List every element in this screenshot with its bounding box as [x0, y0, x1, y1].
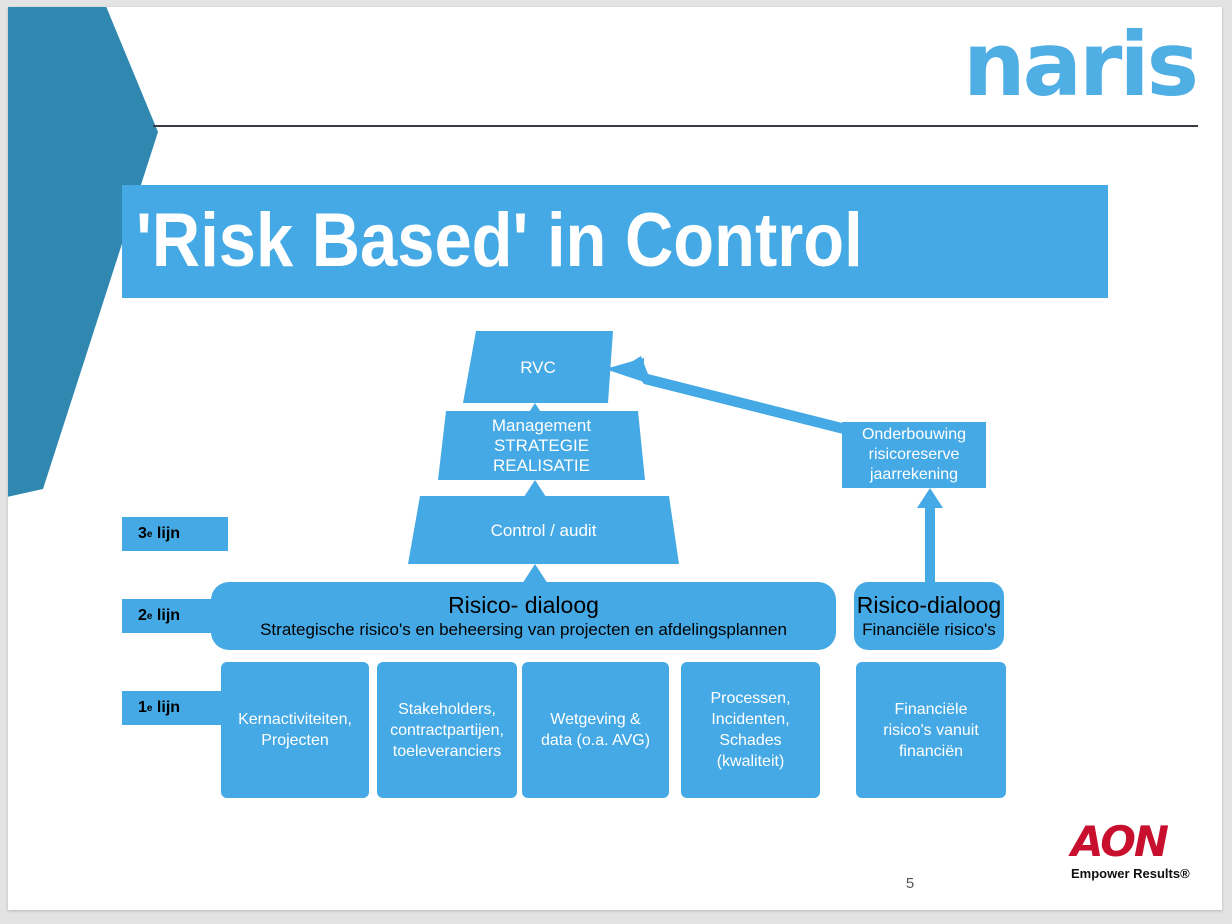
- pyramid-shape-control[interactable]: [408, 496, 679, 564]
- processen-line-1: Processen,: [710, 690, 791, 707]
- risk-dialog-finance-shape[interactable]: [854, 578, 1004, 654]
- wetgeving-line-1: Wetgeving &: [550, 711, 641, 728]
- lijn-3-number: 3: [138, 525, 147, 542]
- lijn-1-number: 1: [138, 699, 147, 716]
- lijn-2-word: lijn: [156, 607, 181, 624]
- onderbouwing-line-3: jaarrekening: [869, 466, 959, 483]
- lijn-2-suffix: e: [146, 610, 153, 622]
- first-line-box-financiele[interactable]: Financiële risico's vanuit financiën: [856, 662, 1006, 798]
- arrow-risicodialoog-to-control: [522, 564, 548, 584]
- arrow-head-finance-to-onderbouwing: [917, 488, 943, 508]
- processen-line-3: Schades: [719, 732, 782, 749]
- header-divider: [153, 125, 1198, 127]
- risk-dialog-main[interactable]: Risico- dialoog Strategische risico's en…: [211, 578, 836, 654]
- lijn-2-number: 2: [138, 607, 147, 624]
- processen-line-4: (kwaliteit): [716, 753, 785, 770]
- pyramid-label-control: Control / audit: [490, 520, 597, 540]
- aon-wordmark: AON: [1071, 817, 1169, 866]
- left-chevron-decoration: [8, 7, 158, 497]
- kernactiviteiten-line-2: Projecten: [261, 732, 329, 749]
- page-number: 5: [905, 875, 915, 892]
- stakeholders-line-1: Stakeholders,: [398, 700, 496, 718]
- stakeholders-line-3: toeleveranciers: [392, 742, 502, 760]
- first-line-box-stakeholders[interactable]: Stakeholders, contractpartijen, toelever…: [377, 662, 517, 798]
- onderbouwing-line-2: risicoreserve: [868, 446, 960, 463]
- first-line-box-kernactiviteiten[interactable]: Kernactiviteiten, Projecten: [221, 662, 369, 798]
- arrow-control-to-management: [522, 480, 548, 500]
- kernactiviteiten-line-1: Kernactiviteiten,: [238, 711, 352, 728]
- title-band: [122, 185, 1108, 298]
- slide-canvas: naris 'Risk Based' in Control RVC Manage…: [8, 7, 1222, 910]
- aon-logo: AON Empower Results®: [1071, 819, 1197, 897]
- pyramid-label-management: Management STRATEGIE REALISATIE: [438, 411, 645, 480]
- pyramid-shape-management[interactable]: [438, 411, 645, 480]
- risk-dialog-finance-subtitle: Financiële risico's: [862, 620, 996, 639]
- arrow-onderbouwing-to-rvc: [605, 356, 878, 437]
- stakeholders-line-2: contractpartijen,: [390, 721, 504, 739]
- wetgeving-line-2: data (o.a. AVG): [540, 732, 651, 749]
- risk-dialog-finance-title: Risico-dialoog: [856, 592, 1002, 618]
- first-line-box-wetgeving[interactable]: Wetgeving & data (o.a. AVG): [522, 662, 669, 798]
- onderbouwing-box[interactable]: Onderbouwing risicoreserve jaarrekening: [842, 422, 986, 488]
- management-line-3: REALISATIE: [493, 455, 590, 475]
- pyramid-label-rvc: RVC: [520, 357, 556, 377]
- aon-tagline: Empower Results®: [1071, 866, 1190, 881]
- page-title: 'Risk Based' in Control: [136, 198, 863, 283]
- processen-line-2: Incidenten,: [711, 711, 790, 728]
- financiele-line-3: financiën: [898, 742, 964, 760]
- management-line-2: STRATEGIE: [493, 435, 590, 455]
- risk-dialog-main-shape[interactable]: [211, 578, 836, 654]
- risk-dialog-main-title: Risico- dialoog: [448, 592, 599, 618]
- first-line-box-processen[interactable]: Processen, Incidenten, Schades (kwalitei…: [681, 662, 820, 798]
- financiele-line-2: risico's vanuit: [883, 721, 979, 739]
- financiele-line-1: Financiële: [894, 700, 968, 718]
- arrow-shaft-finance-to-onderbouwing: [925, 507, 935, 582]
- lijn-3-word: lijn: [156, 525, 181, 542]
- risk-dialog-finance[interactable]: Risico-dialoog Financiële risico's: [854, 578, 1004, 654]
- naris-logo: naris: [963, 13, 1199, 116]
- onderbouwing-line-1: Onderbouwing: [861, 426, 967, 443]
- pyramid-shape-rvc[interactable]: [463, 331, 613, 403]
- risk-dialog-main-subtitle: Strategische risico's en beheersing van …: [260, 620, 787, 639]
- lijn-1-suffix: e: [146, 702, 153, 714]
- lijn-3-suffix: e: [146, 528, 153, 540]
- management-line-1: Management: [491, 415, 592, 435]
- lijn-1-word: lijn: [156, 699, 181, 716]
